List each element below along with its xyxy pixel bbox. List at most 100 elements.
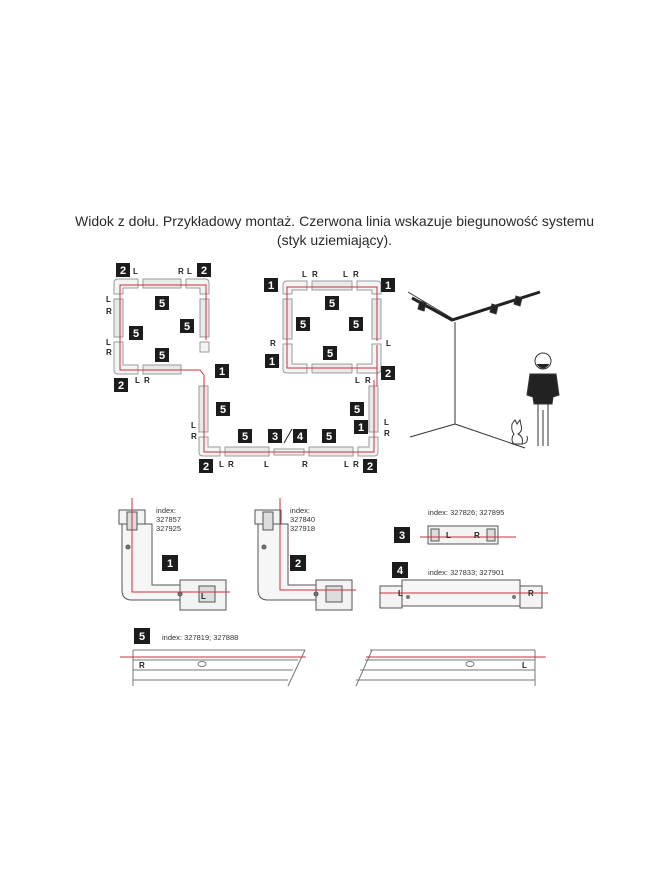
svg-text:R: R xyxy=(191,432,197,441)
svg-text:5: 5 xyxy=(327,348,333,360)
badge-5: 5 xyxy=(216,402,230,416)
svg-text:5: 5 xyxy=(329,298,335,310)
svg-text:1: 1 xyxy=(268,280,274,292)
svg-text:4: 4 xyxy=(397,565,404,577)
room-illustration xyxy=(407,290,560,449)
svg-text:R: R xyxy=(312,270,318,279)
badge-1: 1 xyxy=(354,420,368,434)
badge-5: 5 xyxy=(134,628,150,644)
svg-text:L: L xyxy=(187,267,192,276)
svg-text:2: 2 xyxy=(120,265,126,277)
badge-4: 4 xyxy=(293,429,307,443)
svg-text:5: 5 xyxy=(159,350,165,362)
svg-text:L: L xyxy=(343,270,348,279)
svg-text:5: 5 xyxy=(326,431,332,443)
polarity-labels: L R L L R L R L R L R L R R L L R L R L … xyxy=(106,267,391,469)
badge-5: 5 xyxy=(296,317,310,331)
svg-text:index: 327826; 327895: index: 327826; 327895 xyxy=(428,508,504,517)
svg-text:L: L xyxy=(106,338,111,347)
badge-4: 4 xyxy=(392,562,408,578)
polarity-line-left xyxy=(119,284,207,371)
svg-text:1: 1 xyxy=(385,280,391,292)
svg-text:L: L xyxy=(446,531,451,540)
badge-2: 2 xyxy=(363,459,377,473)
svg-text:5: 5 xyxy=(184,321,190,333)
svg-text:R: R xyxy=(228,460,234,469)
svg-text:R: R xyxy=(353,460,359,469)
svg-text:5: 5 xyxy=(159,298,165,310)
svg-text:5: 5 xyxy=(354,404,360,416)
badge-1: 1 xyxy=(215,364,229,378)
detail-track-5: R L index: 327819; 327888 5 xyxy=(120,628,546,687)
badge-1: 1 xyxy=(265,354,279,368)
svg-text:1: 1 xyxy=(167,558,173,570)
badge-5: 5 xyxy=(155,296,169,310)
svg-text:L: L xyxy=(384,418,389,427)
svg-text:5: 5 xyxy=(242,431,248,443)
cat-figure xyxy=(511,418,528,445)
svg-text:2: 2 xyxy=(203,461,209,473)
badge-5: 5 xyxy=(155,348,169,362)
svg-text:5: 5 xyxy=(133,328,139,340)
svg-text:5: 5 xyxy=(300,319,306,331)
svg-text:index: 327819; 327888: index: 327819; 327888 xyxy=(162,633,238,642)
svg-text:2: 2 xyxy=(295,558,301,570)
caption-line-1: Widok z dołu. Przykładowy montaż. Czerwo… xyxy=(75,213,594,229)
badge-3: 3 xyxy=(394,527,410,543)
badge-3: 3 xyxy=(268,429,282,443)
detail-connector-2: index: 327840 327918 2 xyxy=(254,498,356,611)
badge-5: 5 xyxy=(350,402,364,416)
joint-links xyxy=(183,368,378,386)
badge-1: 1 xyxy=(162,555,178,571)
svg-text:327918: 327918 xyxy=(290,524,315,533)
man-figure xyxy=(526,352,560,446)
svg-text:R: R xyxy=(384,429,390,438)
svg-text:R: R xyxy=(528,589,534,598)
svg-text:2: 2 xyxy=(385,368,391,380)
svg-text:R: R xyxy=(139,661,145,670)
layout-bottom-section xyxy=(198,385,379,457)
svg-text:3: 3 xyxy=(272,431,278,443)
detail-connector-3: L R index: 327826; 327895 3 xyxy=(394,508,516,545)
badge-5: 5 xyxy=(325,296,339,310)
svg-text:L: L xyxy=(344,460,349,469)
svg-text:L: L xyxy=(398,589,403,598)
svg-text:327840: 327840 xyxy=(290,515,315,524)
svg-text:R: R xyxy=(178,267,184,276)
svg-text:L: L xyxy=(135,376,140,385)
badge-2: 2 xyxy=(114,378,128,392)
svg-text:5: 5 xyxy=(353,319,359,331)
svg-text:R: R xyxy=(270,339,276,348)
svg-text:1: 1 xyxy=(269,356,275,368)
svg-text:index: 327833; 327901: index: 327833; 327901 xyxy=(428,568,504,577)
svg-text:L: L xyxy=(106,295,111,304)
badge-5: 5 xyxy=(323,346,337,360)
svg-text:2: 2 xyxy=(201,265,207,277)
badge-2: 2 xyxy=(381,366,395,380)
svg-text:5: 5 xyxy=(220,404,226,416)
svg-text:4: 4 xyxy=(297,431,304,443)
svg-text:3: 3 xyxy=(399,530,405,542)
badge-2: 2 xyxy=(290,555,306,571)
svg-text:index:: index: xyxy=(290,506,310,515)
svg-text:L: L xyxy=(191,421,196,430)
svg-text:R: R xyxy=(302,460,308,469)
badge-1: 1 xyxy=(381,278,395,292)
badge-5: 5 xyxy=(129,326,143,340)
svg-text:L: L xyxy=(264,460,269,469)
svg-text:2: 2 xyxy=(367,461,373,473)
svg-text:L: L xyxy=(355,376,360,385)
svg-text:1: 1 xyxy=(358,422,364,434)
svg-text:L: L xyxy=(522,661,527,670)
svg-text:R: R xyxy=(144,376,150,385)
svg-text:327925: 327925 xyxy=(156,524,181,533)
polarity-line-bottom xyxy=(203,380,375,453)
svg-text:L: L xyxy=(386,339,391,348)
svg-text:R: R xyxy=(106,348,112,357)
svg-text:R: R xyxy=(353,270,359,279)
svg-text:L: L xyxy=(133,267,138,276)
badge-2: 2 xyxy=(116,263,130,277)
badge-5: 5 xyxy=(180,319,194,333)
detail-connector-4: L R index: 327833; 327901 4 xyxy=(379,562,548,609)
badge-group: 2 2 5 5 5 5 2 1 1 5 5 5 5 1 2 1 5 5 1 5 … xyxy=(114,263,395,473)
